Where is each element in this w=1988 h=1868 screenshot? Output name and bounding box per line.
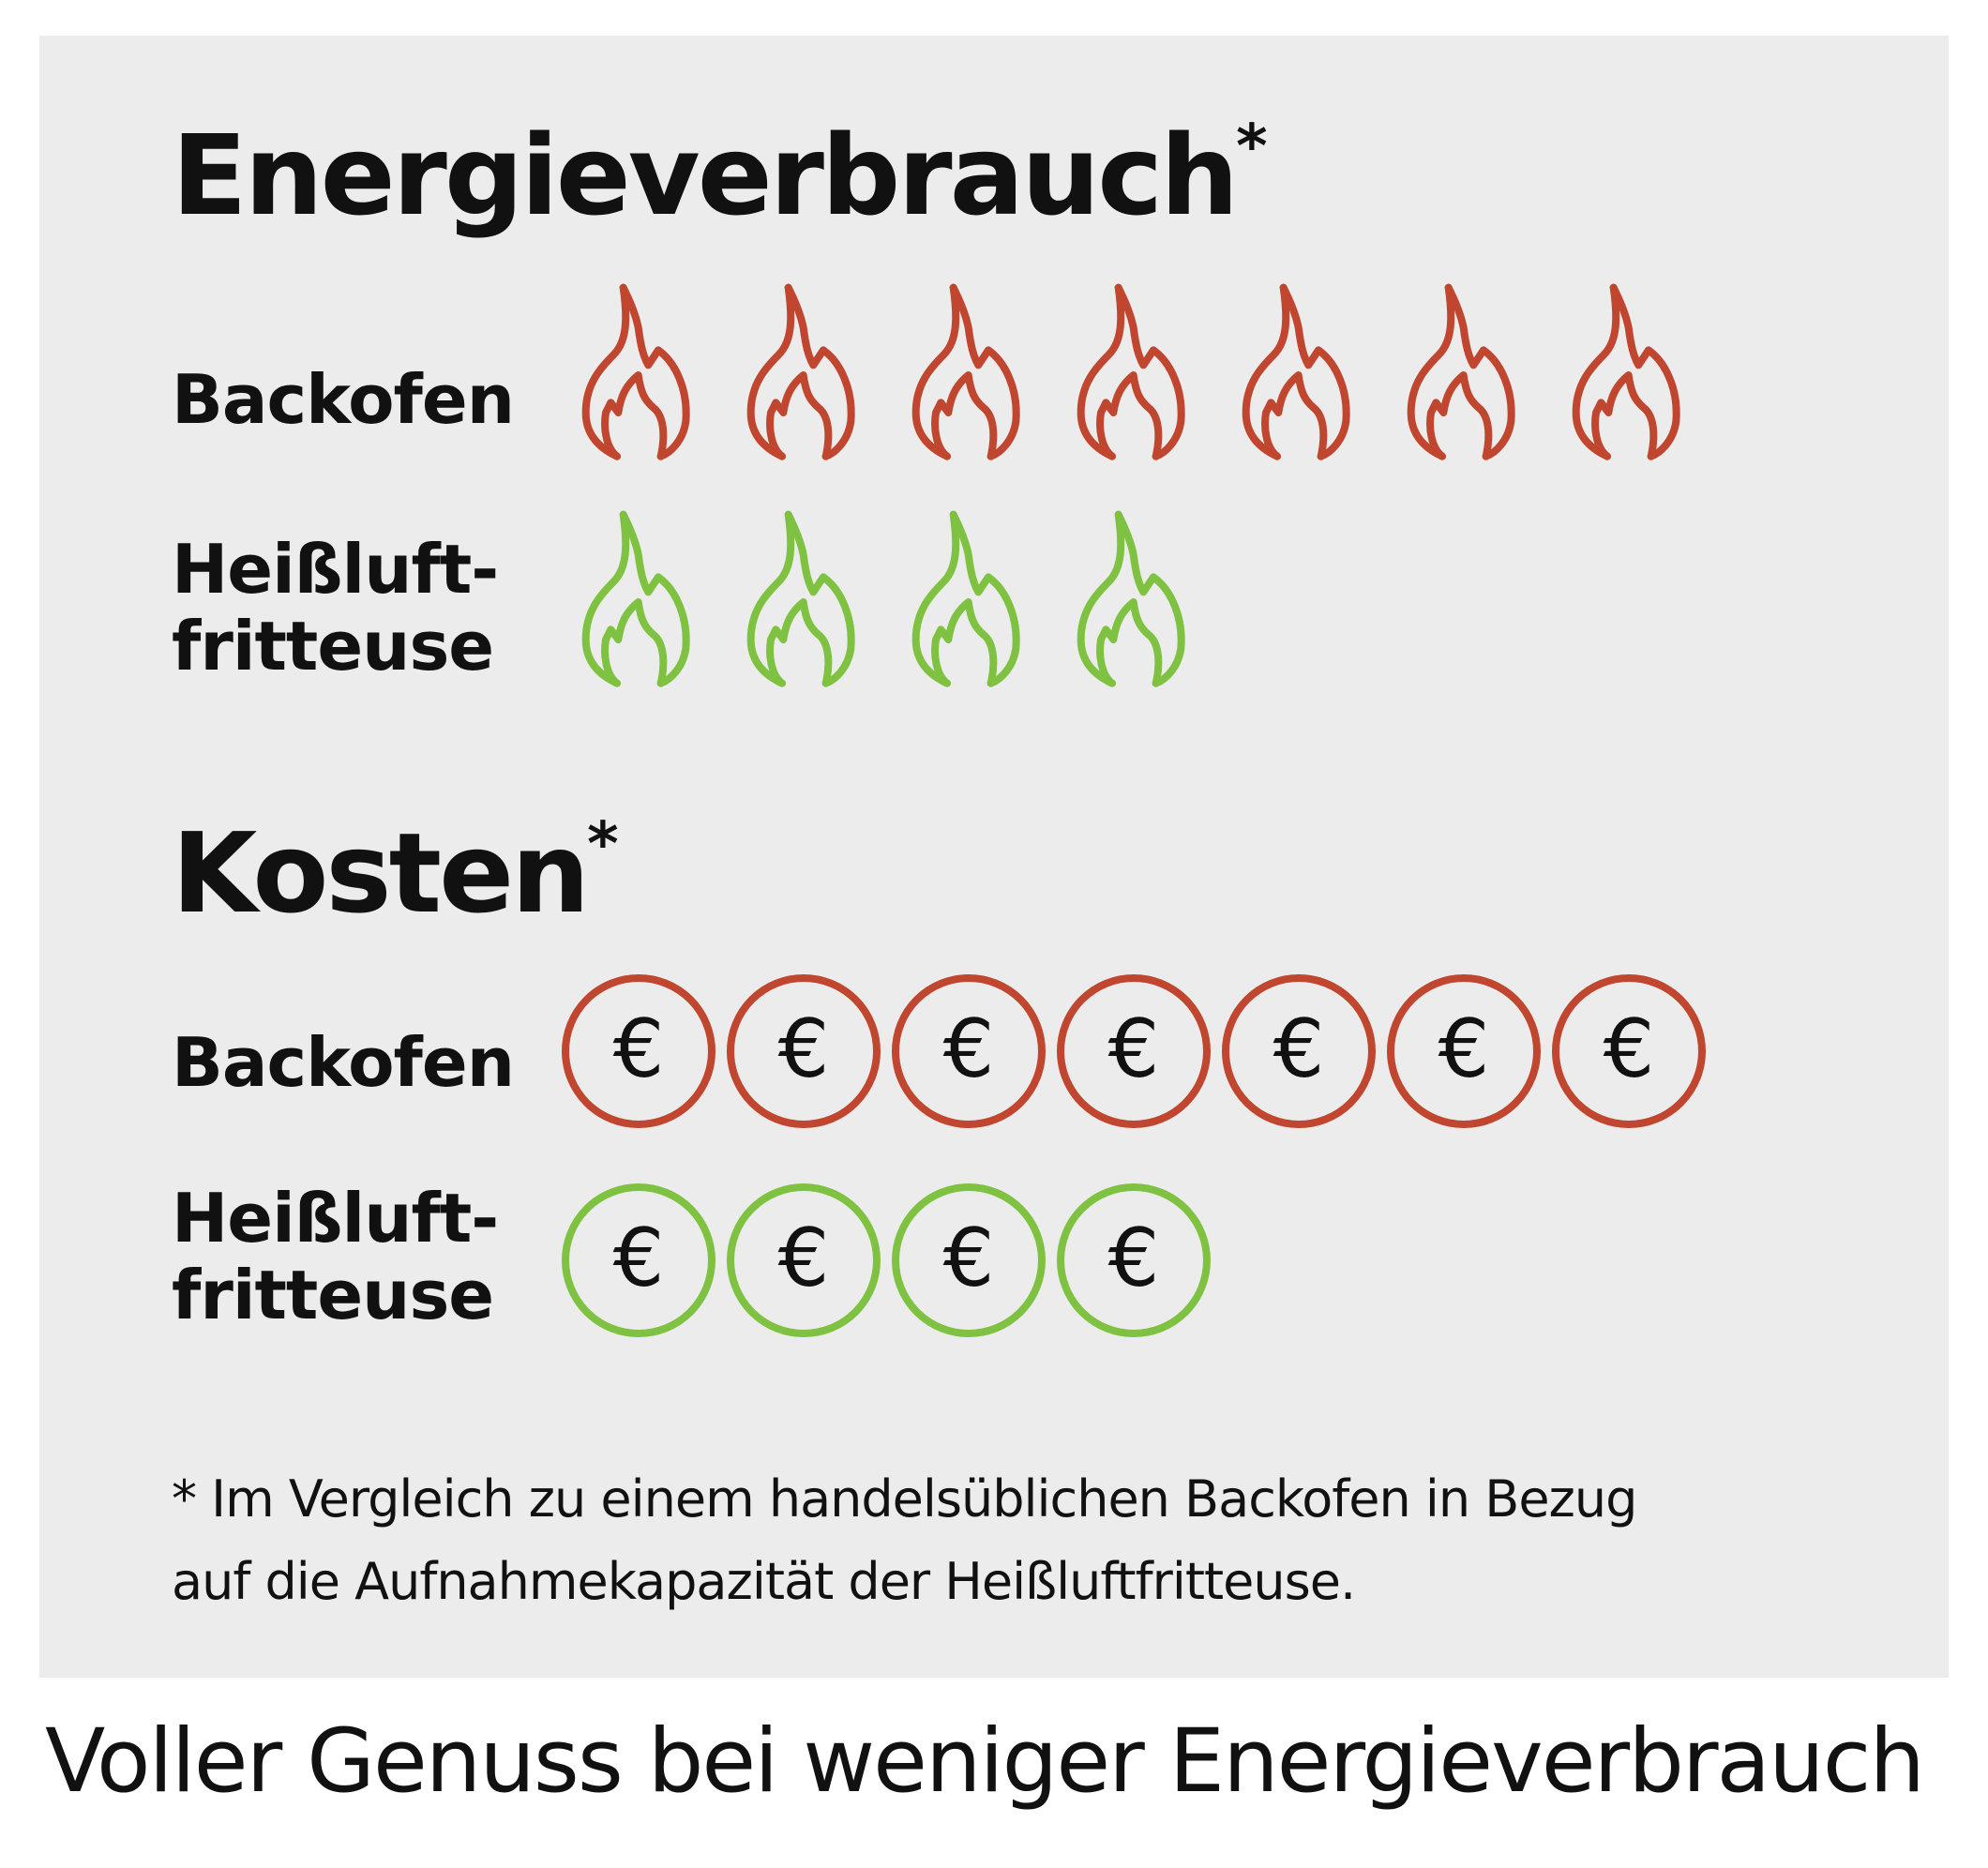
energy-heading: Energieverbrauch* bbox=[172, 111, 1268, 240]
euro-coin-icon: € bbox=[1552, 974, 1706, 1128]
euro-coin-icon: € bbox=[727, 1183, 881, 1337]
cost-heading: Kosten* bbox=[172, 808, 619, 938]
euro-coin-icon: € bbox=[1057, 1183, 1211, 1337]
flame-icon bbox=[1077, 283, 1185, 460]
flame-icon bbox=[581, 510, 690, 687]
euro-symbol: € bbox=[1273, 1002, 1325, 1096]
energy-label-oven: Backofen bbox=[172, 360, 515, 439]
euro-symbol: € bbox=[1604, 1002, 1655, 1096]
euro-symbol: € bbox=[1108, 1212, 1160, 1305]
flame-icon bbox=[1242, 283, 1350, 460]
footnote: * Im Vergleich zu einem handelsüblichen … bbox=[172, 1469, 1637, 1611]
flame-icon bbox=[581, 283, 690, 460]
flame-icon bbox=[911, 283, 1020, 460]
euro-coin-icon: € bbox=[1387, 974, 1541, 1128]
euro-coin-icon: € bbox=[1057, 974, 1211, 1128]
flame-icon bbox=[911, 510, 1020, 687]
energy-label-airfryer: Heißluft-fritteuse bbox=[172, 530, 499, 685]
flame-icon bbox=[746, 510, 855, 687]
euro-symbol: € bbox=[1108, 1002, 1160, 1096]
euro-symbol: € bbox=[778, 1212, 830, 1305]
euro-symbol: € bbox=[943, 1212, 995, 1305]
euro-symbol: € bbox=[613, 1212, 665, 1305]
euro-coin-icon: € bbox=[1222, 974, 1376, 1128]
flame-icon bbox=[1572, 283, 1680, 460]
flame-icon bbox=[746, 283, 855, 460]
cost-label-oven: Backofen bbox=[172, 1023, 515, 1102]
euro-symbol: € bbox=[778, 1002, 830, 1096]
euro-coin-icon: € bbox=[562, 1183, 715, 1337]
caption: Voller Genuss bei weniger Energieverbrau… bbox=[45, 1710, 1925, 1813]
euro-symbol: € bbox=[943, 1002, 995, 1096]
flame-icon bbox=[1407, 283, 1515, 460]
euro-symbol: € bbox=[1438, 1002, 1490, 1096]
euro-coin-icon: € bbox=[727, 974, 881, 1128]
euro-symbol: € bbox=[613, 1002, 665, 1096]
euro-coin-icon: € bbox=[892, 974, 1046, 1128]
infographic-panel bbox=[39, 36, 1949, 1678]
euro-coin-icon: € bbox=[892, 1183, 1046, 1337]
cost-label-airfryer: Heißluft-fritteuse bbox=[172, 1179, 499, 1334]
flame-icon bbox=[1077, 510, 1185, 687]
euro-coin-icon: € bbox=[562, 974, 715, 1128]
